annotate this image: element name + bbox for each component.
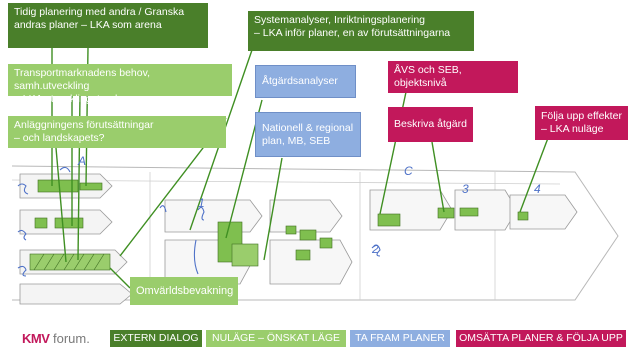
- box-atgardsanalyser: Åtgärdsanalyser: [255, 65, 356, 98]
- box-avs-och-seb: ÅVS och SEB, objektsnivå: [388, 61, 518, 93]
- lane-arrows-left: [19, 173, 133, 305]
- stage-label-a: A: [78, 154, 87, 168]
- process-arrow-outline: [11, 165, 619, 301]
- box-nationell-regional-plan: Nationell & regional plan, MB, SEB: [255, 112, 361, 157]
- logo-forum-text: forum.: [49, 331, 90, 346]
- box-tidig-planering: Tidig planering med andra / Granska andr…: [8, 3, 208, 48]
- stage-label-c: C: [404, 164, 413, 178]
- stage-label-3: 3: [462, 182, 469, 196]
- box-anlaggningens-forutsattningar: Anläggningens förutsättningar – och land…: [8, 116, 226, 148]
- legend-ta-fram-planer: TA FRAM PLANER: [350, 330, 450, 347]
- box-folja-upp-effekter: Följa upp effekter – LKA nuläge: [535, 106, 628, 140]
- stage-label-1: 1: [198, 196, 205, 210]
- legend-omsatta-planer: OMSÄTTA PLANER & FÖLJA UPP: [456, 330, 626, 347]
- box-omvarldsbevakning: Omvärldsbevakning: [130, 277, 238, 305]
- box-systemanalyser: Systemanalyser, Inriktningsplanering – L…: [248, 11, 474, 51]
- kmv-forum-logo: KMV forum.: [22, 330, 90, 347]
- lane-green-fills: [29, 179, 111, 271]
- handwritten-marks: [17, 166, 381, 277]
- box-beskriva-atgard: Beskriva åtgärd: [388, 107, 473, 142]
- logo-kmv-text: KMV: [22, 331, 50, 346]
- lane-hatching: [33, 253, 105, 271]
- stage-label-2: 2: [372, 242, 379, 256]
- legend-nulage-onskat-lage: NULÄGE – ÖNSKAT LÄGE: [206, 330, 346, 347]
- box-transportmarknadens-behov: Transportmarknadens behov, samh.utveckli…: [8, 64, 232, 105]
- right-green-fills: [377, 207, 529, 227]
- legend-extern-dialog: EXTERN DIALOG: [110, 330, 202, 347]
- stage-label-4: 4: [534, 182, 541, 196]
- middle-green-fills: [217, 221, 333, 267]
